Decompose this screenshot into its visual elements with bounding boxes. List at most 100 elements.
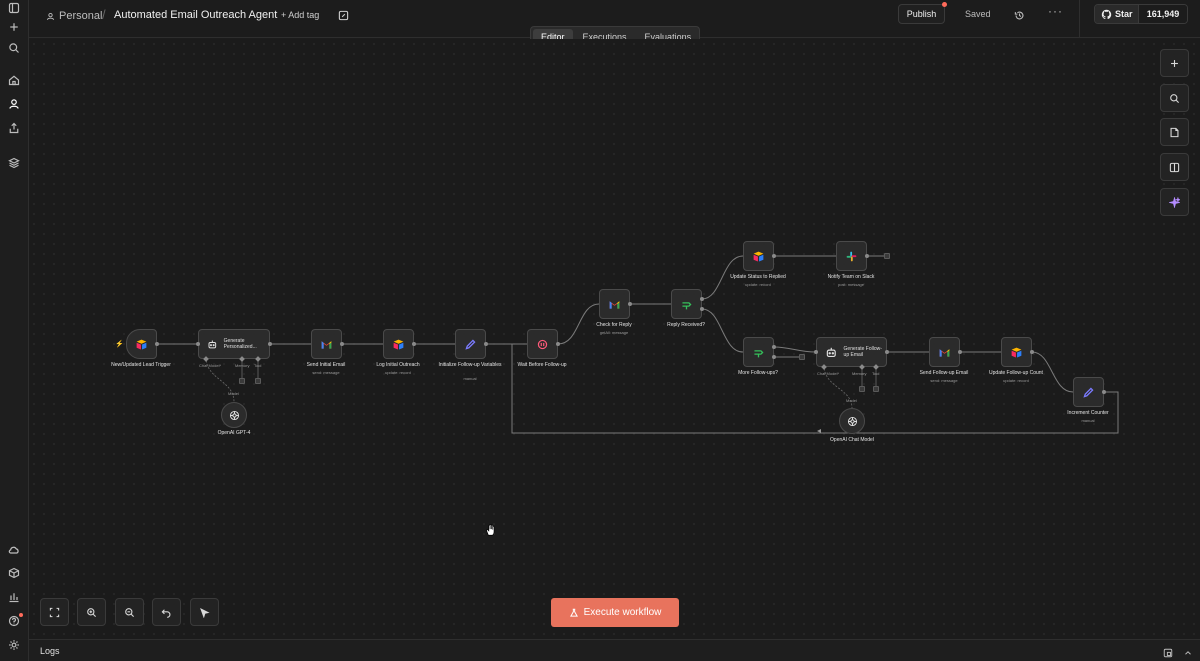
header-divider bbox=[1079, 0, 1080, 38]
add-memory-button[interactable] bbox=[859, 386, 865, 392]
output-port[interactable] bbox=[1030, 350, 1034, 354]
user-icon[interactable] bbox=[6, 96, 22, 112]
node-update-count[interactable] bbox=[1001, 337, 1032, 367]
edit-description-icon[interactable] bbox=[338, 8, 352, 22]
pencil-icon bbox=[465, 339, 476, 350]
output-port[interactable] bbox=[155, 342, 159, 346]
search-nodes-button[interactable] bbox=[1160, 84, 1189, 112]
help-icon[interactable] bbox=[6, 613, 22, 629]
node-send-initial-email[interactable] bbox=[311, 329, 342, 359]
add-memory-button[interactable] bbox=[239, 378, 245, 384]
node-label: Wait Before Follow-up bbox=[517, 362, 567, 368]
breadcrumb-separator: / bbox=[102, 7, 106, 22]
home-icon[interactable] bbox=[6, 72, 22, 88]
publish-button[interactable]: Publish bbox=[898, 4, 945, 24]
add-node-button[interactable] bbox=[884, 253, 890, 259]
sticky-note-button[interactable] bbox=[1160, 118, 1189, 146]
node-subtitle: update: record bbox=[385, 370, 411, 375]
input-port[interactable] bbox=[814, 350, 818, 354]
node-update-status[interactable] bbox=[743, 241, 774, 271]
execute-label: Execute workflow bbox=[583, 607, 662, 618]
false-output-port[interactable] bbox=[772, 355, 776, 359]
add-tool-button[interactable] bbox=[873, 386, 879, 392]
pencil-icon bbox=[1083, 387, 1094, 398]
output-port[interactable] bbox=[772, 254, 776, 258]
workflow-title[interactable]: Automated Email Outreach Agent bbox=[114, 9, 278, 21]
tab-executions[interactable]: Executions bbox=[582, 32, 627, 42]
logs-label: Logs bbox=[40, 646, 60, 656]
zoom-in-button[interactable] bbox=[77, 598, 106, 626]
node-check-reply[interactable] bbox=[599, 289, 630, 319]
output-port[interactable] bbox=[885, 350, 889, 354]
output-port[interactable] bbox=[865, 254, 869, 258]
tidy-up-button[interactable] bbox=[190, 598, 219, 626]
pop-out-icon[interactable] bbox=[1163, 645, 1174, 658]
node-lead-trigger[interactable] bbox=[126, 329, 157, 359]
chart-icon[interactable] bbox=[6, 589, 22, 605]
github-icon bbox=[1101, 9, 1112, 19]
execute-workflow-button[interactable]: Execute workflow bbox=[551, 598, 679, 627]
false-output-port[interactable] bbox=[700, 307, 704, 311]
output-port[interactable] bbox=[556, 342, 560, 346]
github-star-count: 161,949 bbox=[1139, 5, 1187, 23]
toggle-panel-button[interactable] bbox=[1160, 153, 1189, 181]
input-port[interactable] bbox=[196, 342, 200, 346]
tab-evaluations[interactable]: Evaluations bbox=[644, 32, 692, 42]
notification-dot bbox=[19, 613, 23, 617]
search-icon[interactable] bbox=[6, 40, 22, 56]
node-label: OpenAI GPT-4 bbox=[217, 430, 251, 436]
node-log-initial-outreach[interactable] bbox=[383, 329, 414, 359]
zoom-out-button[interactable] bbox=[115, 598, 144, 626]
package-icon[interactable] bbox=[6, 565, 22, 581]
history-icon[interactable] bbox=[1014, 8, 1026, 20]
more-options-icon[interactable]: ··· bbox=[1048, 4, 1063, 18]
expand-icon[interactable] bbox=[1183, 645, 1194, 656]
sidebar-toggle-icon[interactable] bbox=[6, 0, 22, 16]
if-branch-icon bbox=[754, 349, 764, 357]
node-openai-chat-model[interactable] bbox=[839, 408, 865, 434]
node-wait[interactable] bbox=[527, 329, 558, 359]
undo-icon bbox=[161, 608, 171, 618]
ai-assistant-button[interactable] bbox=[1160, 188, 1189, 216]
robot-icon bbox=[208, 340, 217, 348]
gmail-icon bbox=[939, 348, 950, 357]
breadcrumb-project[interactable]: Personal bbox=[46, 9, 102, 23]
add-node-button[interactable] bbox=[799, 354, 805, 360]
gear-icon[interactable] bbox=[6, 637, 22, 653]
port-label: Tool bbox=[872, 371, 880, 376]
output-port[interactable] bbox=[412, 342, 416, 346]
node-label: Send Follow-up Email bbox=[919, 370, 969, 376]
github-star-widget[interactable]: Star 161,949 bbox=[1094, 4, 1188, 24]
output-port[interactable] bbox=[628, 302, 632, 306]
undo-button[interactable] bbox=[152, 598, 181, 626]
output-port[interactable] bbox=[484, 342, 488, 346]
node-subtitle: update: record bbox=[745, 282, 771, 287]
output-port[interactable] bbox=[268, 342, 272, 346]
add-tool-button[interactable] bbox=[255, 378, 261, 384]
true-output-port[interactable] bbox=[700, 297, 704, 301]
node-label: OpenAI Chat Model bbox=[830, 437, 874, 443]
logs-panel-bar[interactable]: Logs bbox=[29, 639, 1200, 661]
add-node-toolbar-button[interactable] bbox=[1160, 49, 1189, 77]
github-star-label: Star bbox=[1115, 9, 1133, 19]
node-init-variables[interactable] bbox=[455, 329, 486, 359]
node-notify-slack[interactable] bbox=[836, 241, 867, 271]
output-port[interactable] bbox=[958, 350, 962, 354]
share-icon[interactable] bbox=[6, 120, 22, 136]
output-port[interactable] bbox=[340, 342, 344, 346]
node-generate-followup[interactable]: Generate Follow-up Email bbox=[816, 337, 887, 367]
cloud-icon[interactable] bbox=[6, 542, 22, 558]
node-send-followup[interactable] bbox=[929, 337, 960, 367]
fit-view-button[interactable] bbox=[40, 598, 69, 626]
node-openai-gpt4[interactable] bbox=[221, 402, 247, 428]
node-reply-received[interactable] bbox=[671, 289, 702, 319]
port-label: Model bbox=[228, 391, 239, 396]
node-generate-personalized[interactable]: Generate Personalized... bbox=[198, 329, 270, 359]
node-increment-counter[interactable] bbox=[1073, 377, 1104, 407]
node-more-followups[interactable] bbox=[743, 337, 774, 367]
output-port[interactable] bbox=[1102, 390, 1106, 394]
layers-icon[interactable] bbox=[6, 155, 22, 171]
plus-icon[interactable] bbox=[6, 19, 22, 35]
add-tag-button[interactable]: + Add tag bbox=[281, 10, 320, 20]
true-output-port[interactable] bbox=[772, 345, 776, 349]
